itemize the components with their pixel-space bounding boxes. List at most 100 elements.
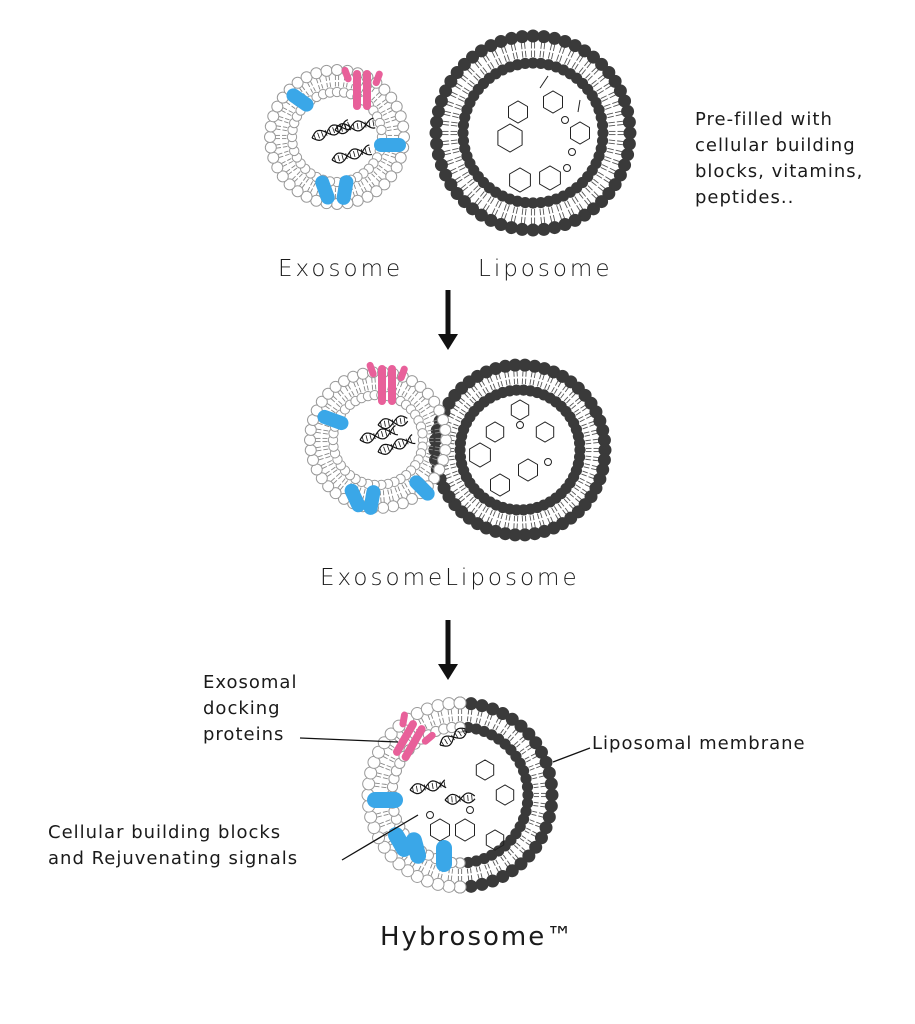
lipid-head <box>291 76 304 89</box>
lipid-head <box>315 395 328 408</box>
docking-protein <box>393 711 436 761</box>
lipid-head <box>267 151 280 164</box>
molecule-icon <box>469 442 491 468</box>
membrane-protein <box>286 88 314 112</box>
lipid-head <box>515 222 529 236</box>
lipid-head <box>457 57 471 71</box>
lipid-head <box>521 781 534 793</box>
lipid-head <box>586 202 600 216</box>
lipid-head <box>421 387 434 400</box>
membrane-protein <box>367 792 403 808</box>
lipid-head <box>264 141 277 154</box>
membrane-protein <box>374 138 406 152</box>
hybrosome-title: Hybrosome™ <box>380 922 575 952</box>
molecule-bond <box>577 99 581 113</box>
docking-proteins-label: Exosomal docking proteins <box>203 672 298 745</box>
lipid-head <box>410 869 424 883</box>
liposome-caption: Liposome <box>478 256 613 282</box>
molecule-icon <box>570 121 590 145</box>
lipid-head <box>466 202 480 216</box>
lipid-head <box>534 831 548 845</box>
lipid-head <box>505 864 519 878</box>
lipid-head <box>586 50 600 64</box>
lipid-head <box>544 777 558 791</box>
lipid-head <box>596 119 609 131</box>
prefilled-note: Pre-filled with cellular building blocks… <box>695 109 864 208</box>
lipid-head <box>537 30 551 44</box>
building-blocks-label: Cellular building blocks and Rejuvenatin… <box>48 822 299 869</box>
lipid-head <box>602 66 616 80</box>
lipid-head <box>440 434 452 446</box>
lipid-head <box>385 91 398 104</box>
dna-helix-icon <box>377 434 416 455</box>
lipid-head <box>372 745 386 759</box>
membrane-protein <box>344 483 366 513</box>
building-blocks-leader-line <box>341 814 419 861</box>
molecule-icon <box>516 421 524 429</box>
lipid-head <box>377 840 391 854</box>
membrane-leader-line <box>552 747 591 763</box>
lipid-head <box>307 454 320 467</box>
lipid-head <box>329 380 342 393</box>
lipid-head <box>442 697 456 711</box>
lipid-head <box>505 712 519 726</box>
lipid-head <box>529 736 543 750</box>
lipid-head <box>356 367 369 380</box>
lipid-head <box>573 437 586 449</box>
docking-leader-line <box>299 737 399 743</box>
lipid-head <box>385 170 398 183</box>
molecule-icon <box>561 116 569 124</box>
lipid-head <box>526 29 540 43</box>
dna-helix-icon <box>334 117 376 135</box>
lipid-head <box>387 500 400 513</box>
lipid-head <box>504 31 518 45</box>
lipid-head <box>526 223 540 237</box>
membrane-protein <box>388 827 412 857</box>
docking-protein <box>366 361 408 405</box>
lipid-head <box>464 879 478 893</box>
lipid-head <box>329 487 342 500</box>
molecule-icon <box>485 421 505 443</box>
lipid-head <box>522 727 536 741</box>
lipid-head <box>595 57 609 71</box>
molecule-icon <box>563 164 571 172</box>
dna-helix-icon <box>444 792 476 805</box>
lipid-head <box>390 161 403 174</box>
molecule-icon <box>455 818 475 842</box>
lipid-head <box>276 170 289 183</box>
lipid-head <box>621 104 635 118</box>
lipid-head <box>439 423 452 436</box>
lipid-head <box>522 849 536 863</box>
lipid-head <box>384 849 398 863</box>
membrane-protein <box>315 175 335 205</box>
molecule-icon <box>518 458 538 482</box>
lipid-head <box>515 30 529 44</box>
lipid-head <box>548 221 562 235</box>
molecule-icon <box>509 167 531 193</box>
molecule-icon <box>497 123 523 153</box>
lipid-head <box>264 131 276 143</box>
hybrosome-vesicle <box>361 696 559 894</box>
dna-helix-icon <box>377 415 409 430</box>
lipid-head <box>320 64 333 77</box>
lipid-head <box>428 395 441 408</box>
lipid-head <box>264 120 277 133</box>
exosome-liposome-fusion <box>304 358 612 542</box>
molecule-icon <box>475 759 495 781</box>
lipid-head <box>322 480 335 493</box>
molecule-icon <box>544 458 552 466</box>
lipid-head <box>597 433 611 447</box>
lipid-head <box>608 178 622 192</box>
lipid-head <box>457 195 471 209</box>
lipid-head <box>331 64 343 76</box>
molecule-icon <box>535 421 555 443</box>
lipid-head <box>474 208 488 222</box>
lipid-head <box>429 126 443 140</box>
membrane-protein <box>363 485 381 515</box>
lipid-head <box>322 387 335 400</box>
arrow-down-icon <box>438 290 458 350</box>
lipid-head <box>453 880 467 894</box>
fusion-caption: ExosomeLiposome <box>320 565 580 591</box>
lipid-head <box>397 120 410 133</box>
lipid-head <box>496 707 510 721</box>
